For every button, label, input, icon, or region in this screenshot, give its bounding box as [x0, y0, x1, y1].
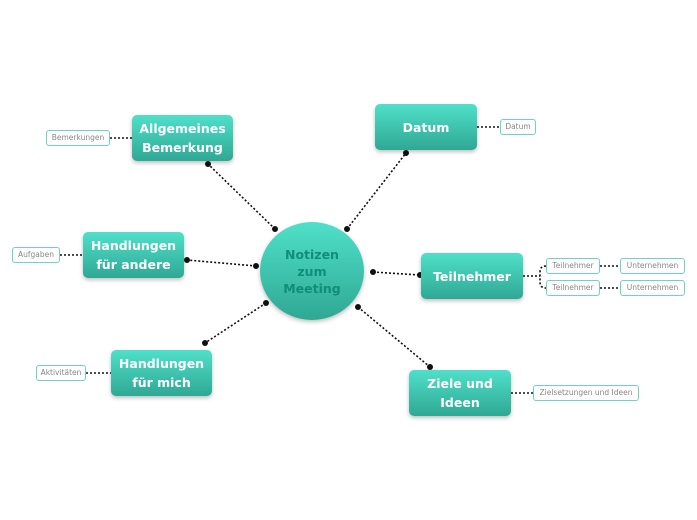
link-dot [253, 263, 259, 269]
link-dot [370, 269, 376, 275]
link-dot [184, 257, 190, 263]
tag-aufgaben[interactable]: Aufgaben [12, 247, 60, 263]
node-handlungen-mich[interactable]: Handlungen für mich [111, 350, 212, 396]
link-dot [202, 340, 208, 346]
tag-unternehmen-1[interactable]: Unternehmen [620, 258, 685, 274]
node-datum[interactable]: Datum [375, 104, 477, 150]
link-dot [263, 300, 269, 306]
link-handlungen-mich [204, 302, 267, 344]
link-dot [355, 304, 361, 310]
link-dot [403, 150, 409, 156]
tag-teilnehmer-1[interactable]: Teilnehmer [546, 258, 600, 274]
link-dot [272, 226, 278, 232]
node-allgemeines-bemerkung[interactable]: Allgemeines Bemerkung [132, 115, 233, 161]
link-teilnehmer [372, 271, 421, 276]
node-teilnehmer[interactable]: Teilnehmer [421, 253, 523, 299]
link-datum [346, 152, 407, 230]
tag-unternehmen-2[interactable]: Unternehmen [620, 280, 685, 296]
tag-teilnehmer-2[interactable]: Teilnehmer [546, 280, 600, 296]
link-dot [205, 161, 211, 167]
tag-bemerkungen[interactable]: Bemerkungen [46, 130, 110, 146]
node-ziele-und-ideen[interactable]: Ziele und Ideen [409, 370, 511, 416]
link-handlungen-andere [186, 259, 257, 267]
link-dot [427, 364, 433, 370]
tag-aktivitaeten[interactable]: Aktivitäten [36, 365, 86, 381]
tag-datum[interactable]: Datum [500, 119, 536, 135]
tag-zielsetzungen[interactable]: Zielsetzungen und Ideen [533, 385, 639, 401]
link-ziele [357, 306, 431, 368]
center-topic[interactable]: Notizen zum Meeting [260, 222, 364, 320]
link-allgemeines [207, 163, 276, 230]
link-dot [344, 226, 350, 232]
node-handlungen-andere[interactable]: Handlungen für andere [83, 232, 184, 278]
